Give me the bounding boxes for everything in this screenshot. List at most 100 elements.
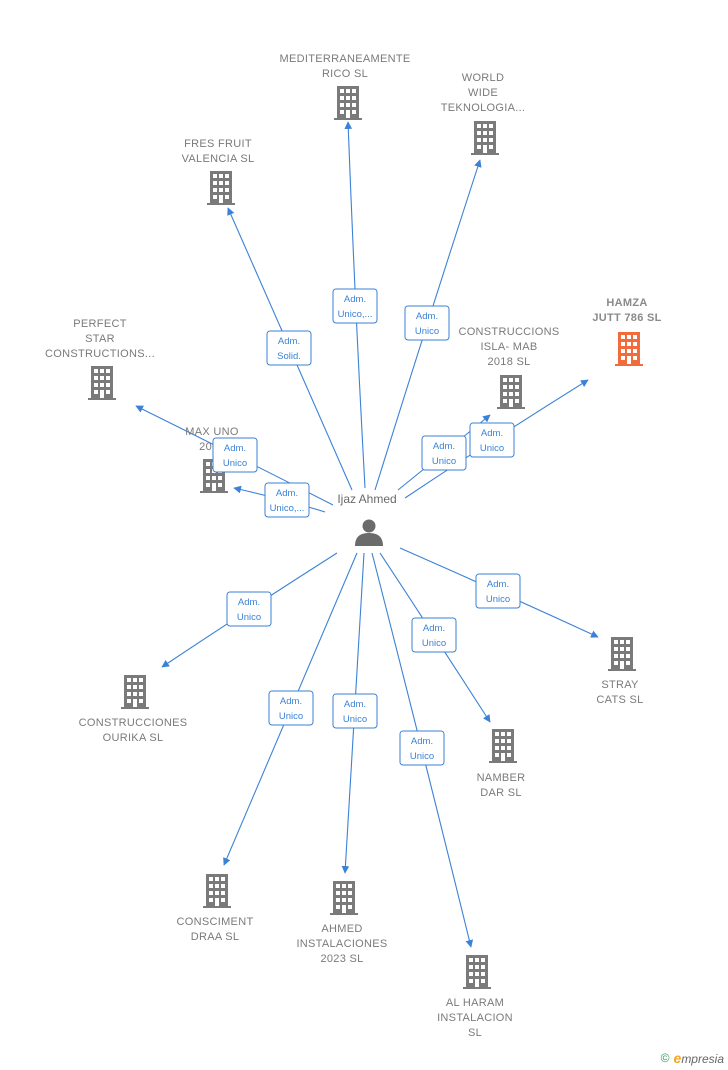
role-badge-box	[332, 288, 378, 324]
company-label-line: WIDE	[468, 87, 498, 99]
company-node-fres-fruit[interactable]: FRES FRUIT VALENCIA SL	[182, 138, 255, 205]
company-node-hamza-jutt[interactable]: HAMZA JUTT 786 SL	[592, 297, 661, 366]
role-text: Adm.	[481, 428, 503, 439]
role-badge-mediterraneamente[interactable]: Adm.Unico,...	[332, 288, 378, 324]
role-text: Adm.	[280, 696, 302, 707]
company-label-line: 2023 SL	[320, 953, 363, 965]
role-text: Unico	[223, 458, 247, 469]
role-badge-box	[226, 591, 272, 627]
company-node-ahmed-instalaciones[interactable]: AHMED INSTALACIONES 2023 SL	[296, 881, 387, 965]
role-text: Solid.	[277, 351, 301, 362]
building-icon	[88, 366, 116, 400]
role-badge-box	[399, 730, 445, 766]
role-badge-world-wide[interactable]: Adm.Unico	[404, 305, 450, 341]
building-icon	[489, 729, 517, 763]
role-text: Unico,...	[270, 503, 305, 514]
company-label-line: CONSTRUCCIONS	[458, 326, 559, 338]
role-badge-ahmed-instalaciones[interactable]: Adm.Unico	[332, 693, 378, 729]
company-node-perfect-star[interactable]: PERFECTSTARCONSTRUCTIONS...	[45, 318, 155, 400]
company-label-line: DRAA SL	[191, 931, 240, 943]
role-text: Adm.	[416, 311, 438, 322]
company-label-line: PERFECT	[73, 318, 126, 330]
company-label-line: 2018 SL	[487, 356, 530, 368]
role-badge-max-uno[interactable]: Adm. Unico,...	[264, 482, 310, 518]
role-text: Unico	[432, 456, 456, 467]
brand-initial: e	[673, 1050, 682, 1066]
role-badge-fres-fruit[interactable]: Adm. Solid.	[266, 330, 312, 366]
role-badge-al-haram[interactable]: Adm.Unico	[399, 730, 445, 766]
role-badge-box	[411, 617, 457, 653]
role-badge-box	[264, 482, 310, 518]
company-node-world-wide[interactable]: WORLDWIDETEKNOLOGIA...	[441, 72, 526, 155]
role-badge-box	[469, 422, 515, 458]
company-label-line: DAR SL	[480, 787, 522, 799]
building-icon	[207, 171, 235, 205]
role-badge-box	[332, 693, 378, 729]
building-icon	[121, 675, 149, 709]
company-label-line: HAMZA	[606, 297, 647, 309]
roles-layer: Adm.Unico,...Adm.UnicoAdm.Solid.Adm.Unic…	[212, 288, 521, 766]
company-label-line: VALENCIA SL	[182, 153, 255, 165]
company-label-line: MAX UNO	[185, 426, 239, 438]
building-icon	[497, 375, 525, 409]
role-text: Adm.	[433, 441, 455, 452]
role-text: Adm.	[276, 488, 298, 499]
company-label-line: JUTT 786 SL	[592, 312, 661, 324]
role-badge-construcciones-isla[interactable]: Adm. Unico	[421, 435, 467, 471]
brand-name: mpresia	[681, 1052, 724, 1066]
brand-logo: empresia	[674, 1050, 724, 1066]
role-text: Adm.	[344, 294, 366, 305]
company-node-construcciones-isla[interactable]: CONSTRUCCIONS ISLA- MAB 2018 SL	[458, 326, 559, 409]
building-icon	[203, 874, 231, 908]
company-label-line: STRAY	[601, 679, 639, 691]
company-label-line: TEKNOLOGIA...	[441, 102, 526, 114]
role-badge-stray-cats[interactable]: Adm. Unico	[475, 573, 521, 609]
role-badge-perfect-star[interactable]: Adm. Unico	[212, 437, 258, 473]
footer-brand: © empresia	[661, 1050, 724, 1066]
company-label-line: CATS SL	[596, 694, 643, 706]
role-badge-hamza-jutt[interactable]: Adm. Unico	[469, 422, 515, 458]
company-label-line: RICO SL	[322, 68, 368, 80]
company-node-stray-cats[interactable]: STRAY CATS SL	[596, 637, 643, 706]
person-name-label: Ijaz Ahmed	[337, 492, 396, 506]
company-label-line: ISLA- MAB	[480, 341, 537, 353]
role-text: Unico	[480, 443, 504, 454]
role-text: Unico	[343, 714, 367, 725]
role-badge-box	[212, 437, 258, 473]
company-label-line: FRES FRUIT	[184, 138, 252, 150]
role-text: Adm.	[411, 736, 433, 747]
company-label-line: AHMED	[321, 923, 362, 935]
company-label-line: CONSCIMENT	[177, 916, 254, 928]
company-label-line: INSTALACIONES	[296, 938, 387, 950]
building-icon	[608, 637, 636, 671]
role-text: Unico	[486, 594, 510, 605]
role-text: Unico	[279, 711, 303, 722]
role-badge-consciment-draa[interactable]: Adm. Unico	[268, 690, 314, 726]
role-badge-box	[268, 690, 314, 726]
role-text: Unico	[237, 612, 261, 623]
company-label-line: INSTALACION	[437, 1012, 513, 1024]
building-icon	[615, 332, 643, 366]
person-icon	[355, 519, 383, 546]
company-label-line: OURIKA SL	[103, 732, 164, 744]
copyright-icon: ©	[660, 1051, 670, 1065]
company-node-consciment-draa[interactable]: CONSCIMENT DRAA SL	[177, 874, 254, 943]
role-text: Adm.	[487, 579, 509, 590]
building-icon	[471, 121, 499, 155]
center-person-node[interactable]: Ijaz Ahmed	[337, 492, 397, 546]
company-label-line: CONSTRUCTIONS...	[45, 348, 155, 360]
role-text: Adm.	[238, 597, 260, 608]
role-badge-box	[266, 330, 312, 366]
role-badge-namber-dar[interactable]: Adm.Unico	[411, 617, 457, 653]
building-icon	[463, 955, 491, 989]
role-text: Adm.	[224, 443, 246, 454]
role-badge-construcciones-ourika[interactable]: Adm. Unico	[226, 591, 272, 627]
role-badge-box	[421, 435, 467, 471]
role-text: Adm.	[423, 623, 445, 634]
role-text: Adm.	[278, 336, 300, 347]
